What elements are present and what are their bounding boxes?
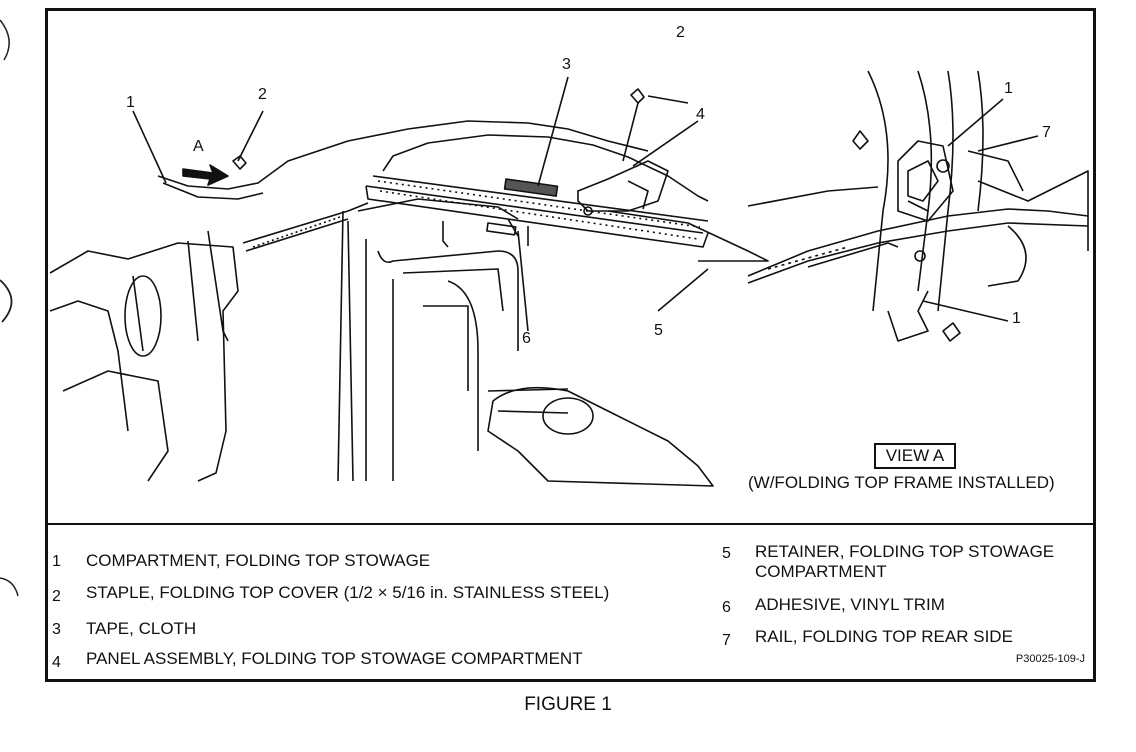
figure-caption: FIGURE 1 bbox=[524, 694, 612, 715]
legend-text-4: PANEL ASSEMBLY, FOLDING TOP STOWAGE COMP… bbox=[86, 649, 583, 668]
scan-margin-marks bbox=[0, 19, 19, 597]
legend-num-1: 1 bbox=[52, 553, 61, 570]
callout-3: 3 bbox=[562, 56, 571, 73]
callout-4: 4 bbox=[696, 106, 705, 123]
view-callout-7: 7 bbox=[1042, 124, 1051, 141]
callout-2: 2 bbox=[258, 86, 267, 103]
legend-num-4: 4 bbox=[52, 654, 61, 671]
view-callout-1: 1 bbox=[1004, 80, 1013, 97]
legend-text-6: ADHESIVE, VINYL TRIM bbox=[755, 595, 945, 614]
arrow-a-label: A bbox=[193, 138, 204, 155]
figure-frame: 1 2 3 2 4 5 6 A 1 7 1 VIEW A (W/FOLDING … bbox=[45, 8, 1096, 682]
legend-text-3: TAPE, CLOTH bbox=[86, 619, 197, 638]
legend-divider bbox=[48, 523, 1093, 525]
legend-text-2: STAPLE, FOLDING TOP COVER (1/2 × 5/16 in… bbox=[86, 583, 610, 602]
part-code: P30025-109-J bbox=[1015, 653, 1085, 665]
legend-num-2: 2 bbox=[52, 588, 61, 605]
legend-num-7: 7 bbox=[722, 632, 731, 649]
legend-text-5-cont: COMPARTMENT bbox=[755, 562, 887, 581]
view-callout-1b: 1 bbox=[1012, 310, 1021, 327]
view-a-subtitle: (W/FOLDING TOP FRAME INSTALLED) bbox=[748, 473, 1055, 492]
legend-text-7: RAIL, FOLDING TOP REAR SIDE bbox=[755, 627, 1013, 646]
legend-text-5: RETAINER, FOLDING TOP STOWAGE bbox=[755, 542, 1055, 561]
legend-text-1: COMPARTMENT, FOLDING TOP STOWAGE bbox=[86, 551, 431, 570]
callout-5: 5 bbox=[654, 322, 663, 339]
legend-num-6: 6 bbox=[722, 599, 731, 616]
callout-1: 1 bbox=[126, 94, 135, 111]
callout-6: 6 bbox=[522, 330, 531, 347]
legend-num-3: 3 bbox=[52, 621, 61, 638]
stowage-compartment-illustration bbox=[49, 70, 1089, 487]
legend-num-5: 5 bbox=[722, 545, 731, 562]
callout-2b: 2 bbox=[676, 24, 685, 41]
view-a-title: VIEW A bbox=[874, 443, 956, 469]
